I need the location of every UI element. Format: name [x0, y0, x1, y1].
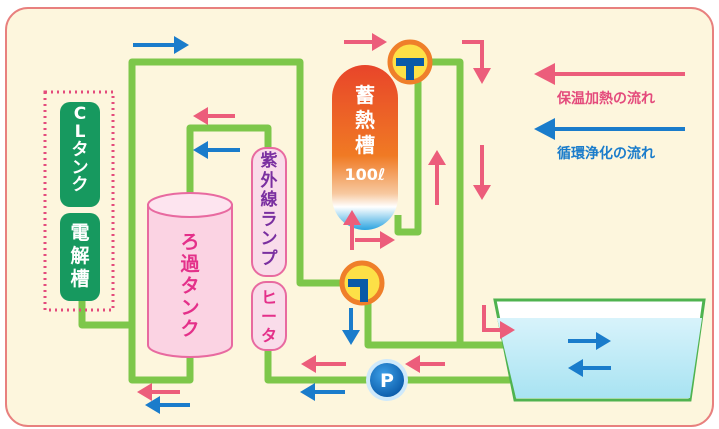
arrow-clean-bottom-2	[145, 396, 190, 414]
pool	[493, 298, 706, 402]
chlorine-group-frame	[43, 90, 115, 312]
filter-tank-label: ろ 過 タ ン ク	[168, 231, 212, 341]
pipe-heater-pump	[264, 345, 370, 384]
uv-lamp-char: ン	[260, 229, 278, 250]
cl-tank-label: C L タ ン ク	[60, 104, 100, 196]
arrow-heat-bottom-2	[405, 355, 445, 373]
pipe-filter-top	[186, 124, 272, 205]
arrow-clean-down	[342, 308, 360, 345]
valve-bottom	[339, 260, 385, 306]
electrolysis-tank-box	[60, 213, 100, 301]
heat-flow-arrows	[137, 33, 685, 401]
arrow-clean-pool-right	[568, 332, 611, 350]
heater-char: ー	[260, 307, 277, 327]
arrow-clean-top	[133, 36, 189, 54]
uv-lamp-label: 紫 外 線 ラ ン プ	[252, 151, 286, 269]
filter-tank-char: ン	[180, 296, 200, 319]
heater-char: ヒ	[260, 288, 277, 307]
heater-char: タ	[260, 326, 277, 346]
legend-clean-arrow	[534, 118, 685, 140]
arrow-heat-right-top	[462, 40, 484, 60]
electrolysis-label: 電 解 槽	[60, 222, 100, 290]
uv-lamp-char: 紫	[260, 151, 278, 171]
uv-lamp-char: プ	[260, 248, 278, 269]
storage-tank-label-1: 蓄	[355, 83, 375, 107]
legend-clean-label: 循環浄化の流れ	[557, 146, 655, 162]
filter-tank-char: ろ	[180, 231, 200, 253]
storage-tank	[332, 65, 398, 230]
pump-label: P	[380, 370, 394, 392]
arrow-heat-riser-up	[343, 210, 361, 250]
filter-tank-char: 過	[180, 252, 200, 275]
arrow-clean-pool-left	[568, 359, 611, 377]
legend-heat-label: 保温加熱の流れ	[557, 91, 655, 107]
clean-flow-arrows	[133, 36, 685, 414]
storage-tank-label-2: 熱	[355, 108, 375, 132]
legend-heat-arrow	[534, 63, 685, 85]
arrow-heat-up	[428, 150, 446, 205]
electrolysis-char: 解	[70, 244, 90, 267]
storage-tank-capacity: 100ℓ	[345, 165, 386, 184]
uv-lamp-char: 線	[260, 190, 278, 211]
pump	[366, 359, 408, 401]
arrow-heat-riser-right	[355, 231, 395, 249]
arrow-heat-right-down-2	[473, 145, 491, 200]
arrow-clean-filter	[193, 141, 240, 159]
heater-label: ヒ ー タ	[252, 288, 286, 346]
cl-tank-box	[60, 102, 100, 207]
cl-tank-char: C	[73, 104, 87, 124]
heater-box	[251, 281, 287, 351]
storage-tank-label-3: 槽	[355, 133, 375, 157]
arrow-heat-bottom-3	[137, 383, 180, 401]
arrow-heat-pool-in	[482, 305, 515, 339]
uv-lamp-char: 外	[260, 170, 278, 191]
electrolysis-char: 電	[70, 222, 90, 244]
uv-lamp-char: ラ	[260, 209, 278, 230]
pipe-tank-bottom	[394, 62, 422, 236]
arrow-heat-filter-top	[193, 107, 235, 125]
uv-lamp-box	[251, 147, 287, 277]
valve-top	[387, 39, 433, 85]
cl-tank-char: ク	[71, 175, 89, 196]
arrow-heat-right-down	[473, 60, 491, 84]
electrolysis-char: 槽	[70, 267, 90, 290]
cl-tank-char: ン	[71, 157, 89, 178]
filter-tank-char: タ	[180, 274, 200, 297]
arrow-heat-tank-in	[344, 33, 387, 51]
pipes	[78, 58, 525, 384]
pipe-bottom-return	[128, 325, 194, 384]
filter-tank-char: ク	[180, 318, 200, 341]
pipe-outer-loop	[78, 58, 362, 329]
arrow-clean-bottom-1	[300, 383, 345, 401]
cl-tank-char: タ	[71, 139, 89, 160]
arrow-heat-bottom-1	[301, 355, 346, 373]
filter-tank	[147, 192, 233, 358]
cl-tank-char: L	[74, 121, 86, 142]
